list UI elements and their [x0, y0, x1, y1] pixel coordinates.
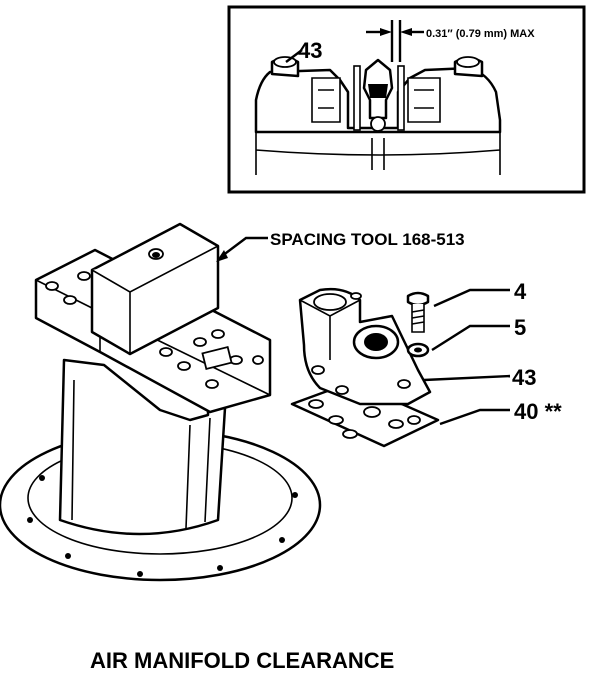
callout-43-leader: [423, 374, 511, 382]
inset-dimension-label: 0.31′′ (0.79 mm) MAX: [426, 28, 535, 40]
gasket-holes: [308, 399, 421, 439]
body-shading-lines: [71, 379, 211, 529]
inset-center-slot: [371, 138, 385, 170]
spacing-tool-leader: [221, 236, 268, 257]
inset-lower-body: [255, 132, 501, 175]
inset-left-block: [311, 77, 341, 123]
manifold-port-top: [313, 293, 347, 311]
callout-5: 5: [514, 315, 526, 340]
main-cylinder-body: [58, 358, 228, 536]
washer-5-hole: [414, 347, 422, 353]
inset-right-bolt: [456, 56, 480, 68]
inset-gap-arrow-right: [400, 28, 412, 36]
inset-gap-arrow-left: [380, 28, 392, 36]
callout-4: 4: [514, 279, 527, 304]
spacing-tool-hole-center: [152, 252, 160, 258]
diagram-caption: AIR MANIFOLD CLEARANCE: [90, 648, 394, 673]
inset-left-bolt: [273, 56, 297, 68]
housing-holes: [45, 271, 264, 389]
callout-43: 43: [512, 365, 536, 390]
inset-fitting-shadow: [368, 84, 388, 98]
inset-right-block: [407, 77, 441, 123]
callout-4-leader: [433, 288, 510, 308]
callout-40-leader: [439, 408, 510, 426]
spacing-tool-edges: [91, 245, 219, 354]
callout-5-leader: [431, 324, 510, 352]
spacing-tool-arrowhead: [216, 250, 228, 262]
manifold-outlet-bore: [364, 333, 388, 351]
callout-40: 40 **: [514, 399, 562, 424]
manifold-flange-top: [299, 299, 361, 360]
spacing-tool-label: SPACING TOOL 168-513: [270, 230, 465, 249]
bolt-4: [406, 291, 430, 307]
bolt-4-threads: [411, 309, 425, 325]
inset-callout-43-leader: [285, 49, 303, 63]
housing-port: [201, 346, 233, 370]
inset-callout-43: 43: [298, 38, 322, 63]
inset-spacer-left: [353, 65, 361, 131]
manifold-bolt-holes: [311, 292, 411, 395]
base-flange-holes: [27, 475, 298, 577]
inset-center-bolt: [370, 116, 386, 132]
exploded-assembly-view: SPACING TOOL 168-513: [0, 222, 562, 582]
inset-spacer-right: [397, 65, 405, 131]
clearance-detail-inset: 0.31′′ (0.79 mm) MAX 43: [227, 5, 586, 194]
